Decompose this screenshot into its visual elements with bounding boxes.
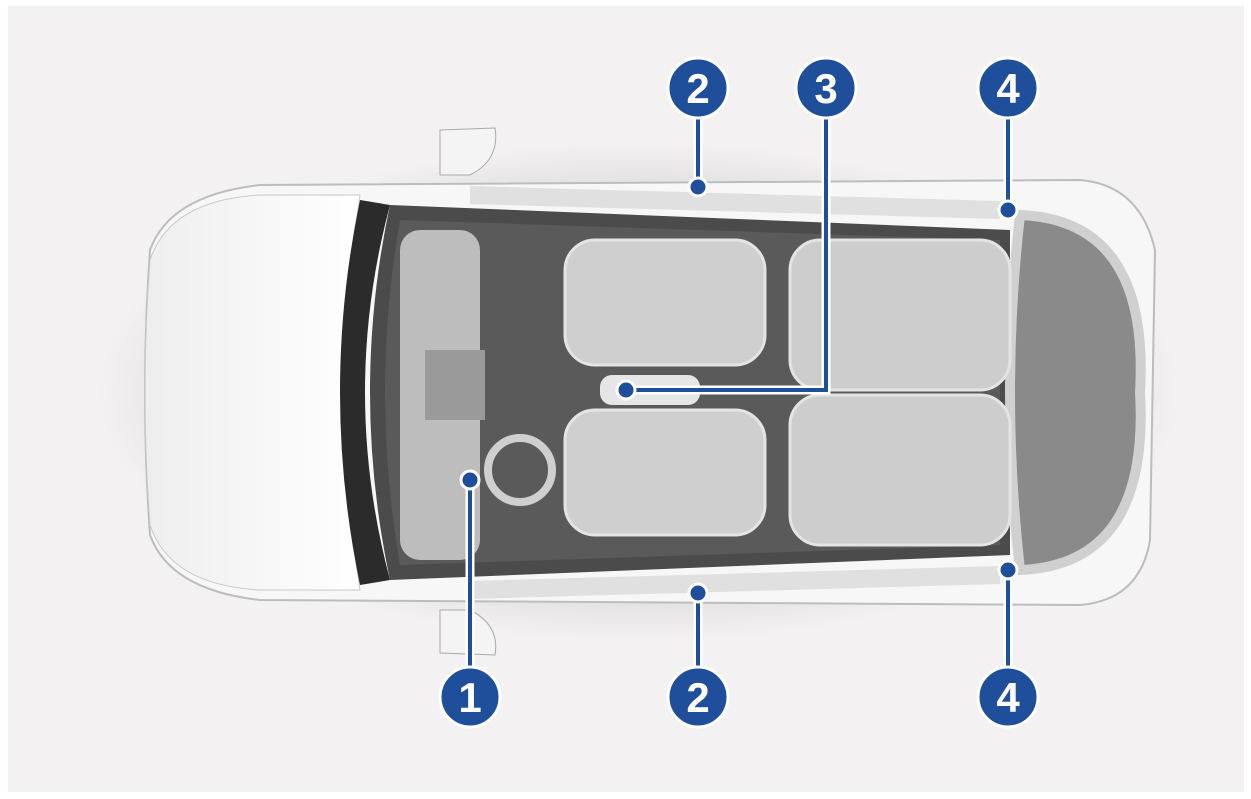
callout-4-top: 4 — [976, 56, 1040, 120]
callout-dots — [459, 176, 1019, 604]
callout-3: 3 — [794, 56, 858, 120]
rear-seats — [788, 238, 1012, 547]
callout-label: 1 — [458, 674, 481, 721]
callout-label: 2 — [686, 674, 709, 721]
callout-label: 4 — [996, 65, 1020, 112]
callout-label: 4 — [996, 674, 1020, 721]
callout-label: 2 — [686, 65, 709, 112]
callout-label: 3 — [814, 65, 837, 112]
front-seats — [563, 238, 767, 537]
callout-2-top: 2 — [666, 56, 730, 120]
callout-2-bottom: 2 — [666, 665, 730, 729]
callout-4-bottom: 4 — [976, 665, 1040, 729]
callout-1: 1 — [438, 665, 502, 729]
callout-lines — [465, 110, 1013, 675]
